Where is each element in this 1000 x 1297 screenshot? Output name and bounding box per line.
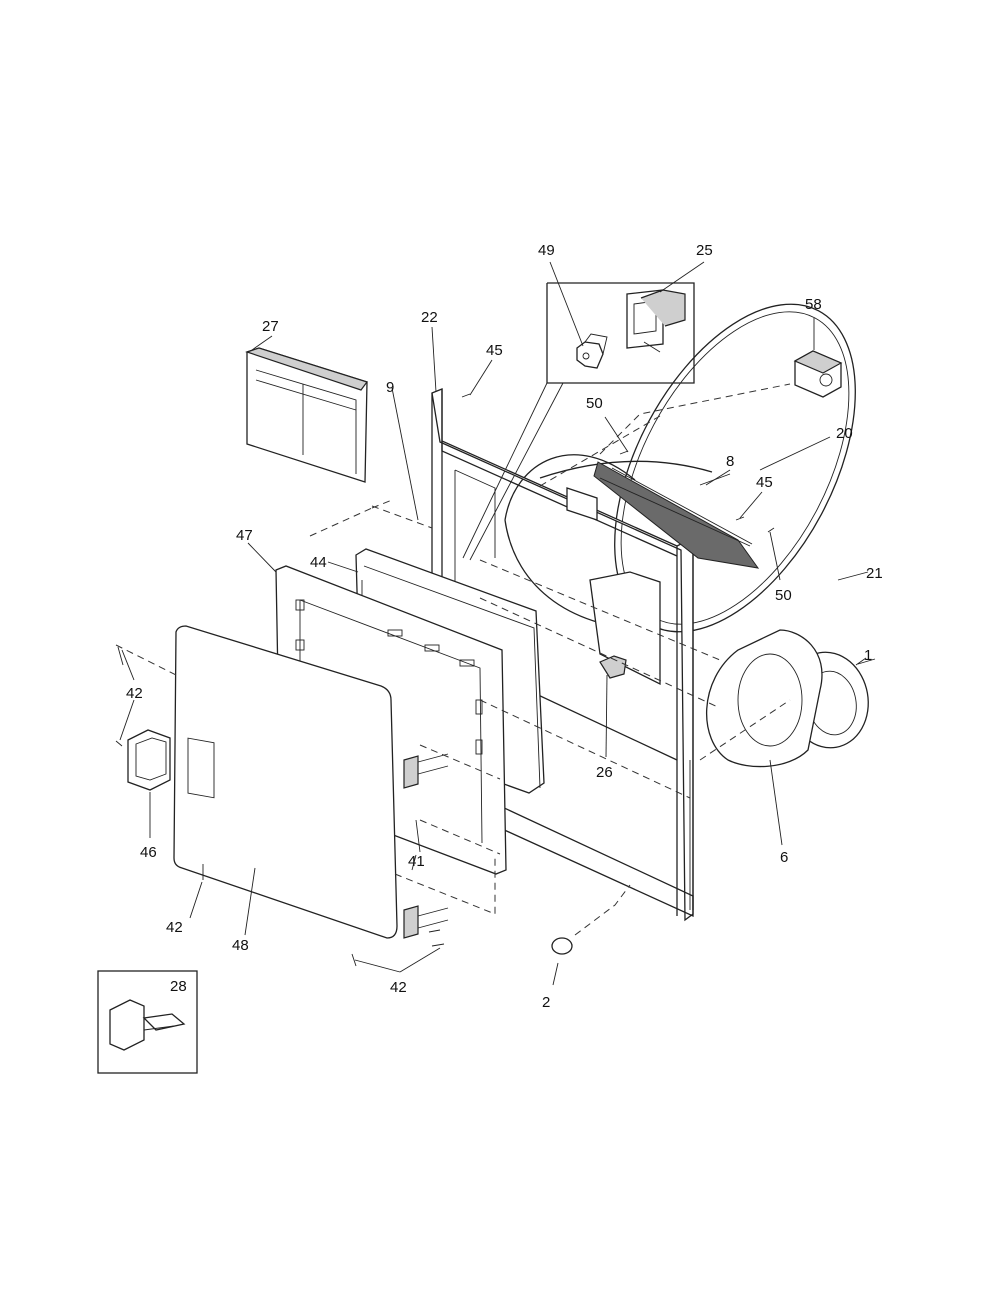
part-6-duct xyxy=(705,629,823,846)
callout-9: 9 xyxy=(386,379,394,396)
leader-lines xyxy=(119,261,869,973)
callout-27: 27 xyxy=(262,318,279,335)
inset-detail-49-25 xyxy=(462,282,695,561)
callout-22: 22 xyxy=(421,309,438,326)
part-58-timer xyxy=(793,318,843,398)
callout-20: 20 xyxy=(836,425,853,442)
part-28-inset xyxy=(97,970,198,1074)
callout-45: 45 xyxy=(486,342,503,359)
callout-45: 45 xyxy=(756,474,773,491)
screws xyxy=(115,393,775,967)
callout-44: 44 xyxy=(310,554,327,571)
part-20-21-drum-seal xyxy=(504,303,856,633)
part-27-lint-filter xyxy=(245,347,368,483)
callout-42: 42 xyxy=(390,979,407,996)
callout-labels: 49 25 58 27 22 45 9 50 20 8 45 47 44 21 … xyxy=(126,242,883,1011)
callout-41: 41 xyxy=(408,853,425,870)
callout-58: 58 xyxy=(805,296,822,313)
callout-25: 25 xyxy=(696,242,713,259)
part-2-leveling-foot xyxy=(551,884,631,986)
callout-47: 47 xyxy=(236,527,253,544)
part-46-door-latch xyxy=(127,729,171,838)
callout-42: 42 xyxy=(126,685,143,702)
callout-50: 50 xyxy=(586,395,603,412)
callout-8: 8 xyxy=(726,453,734,470)
part-41-hinge xyxy=(403,753,449,939)
callout-49: 49 xyxy=(538,242,555,259)
callout-28: 28 xyxy=(170,978,187,995)
callout-48: 48 xyxy=(232,937,249,954)
callout-21: 21 xyxy=(866,565,883,582)
part-48-outer-door xyxy=(173,625,398,939)
callout-42: 42 xyxy=(166,919,183,936)
callout-46: 46 xyxy=(140,844,157,861)
assembly-guide-lines xyxy=(115,383,791,915)
callout-50: 50 xyxy=(775,587,792,604)
callout-6: 6 xyxy=(780,849,788,866)
part-25-switch xyxy=(626,289,686,353)
part-26-bracket xyxy=(589,571,661,758)
part-8-heater-strip xyxy=(593,461,760,569)
callout-1: 1 xyxy=(864,647,872,664)
part-49-thermostat xyxy=(576,333,608,369)
callout-26: 26 xyxy=(596,764,613,781)
callout-2: 2 xyxy=(542,994,550,1011)
